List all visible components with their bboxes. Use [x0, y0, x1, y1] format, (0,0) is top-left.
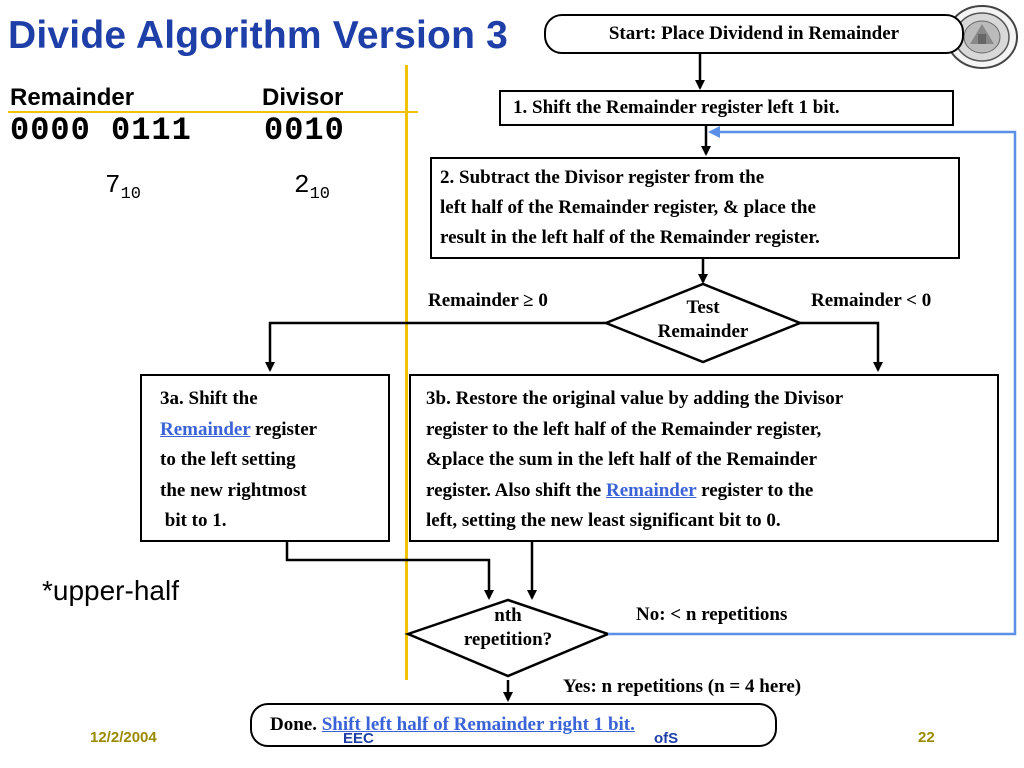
repetition-label: nth repetition?: [463, 605, 553, 650]
step2-line3: result in the left half of the Remainder…: [440, 227, 820, 248]
step2-box: 2. Subtract the Divisor register from th…: [430, 157, 960, 259]
remainder-link-3a[interactable]: Remainder: [160, 418, 251, 440]
start-text: Start: Place Dividend in Remainder: [608, 23, 900, 44]
arrow-test-to-3b: [800, 321, 883, 372]
accent-vertical-line: [405, 65, 408, 680]
loop-back-arrowhead: [708, 126, 720, 138]
footer-page-number: 22: [918, 729, 935, 746]
loop-back-line: [608, 130, 1017, 636]
divisor-label: Divisor: [262, 84, 344, 111]
divisor-value: 0010: [264, 112, 345, 149]
step2-line1: 2. Subtract the Divisor register from th…: [440, 167, 765, 188]
remainder-value: 0000 0111: [10, 112, 192, 149]
start-box: Start: Place Dividend in Remainder: [544, 14, 964, 54]
remainder-label: Remainder: [10, 84, 135, 111]
test-label: Test Remainder: [657, 297, 749, 342]
footer-center: ofS: [654, 730, 679, 747]
no-branch-label: No: < n repetitions: [636, 604, 788, 625]
step3b-box: 3b. Restore the original value by adding…: [409, 374, 999, 542]
remainder-link-3b[interactable]: Remainder: [605, 479, 697, 501]
step2-line2: left half of the Remainder register, & p…: [440, 197, 816, 218]
arrow-test-to-3a: [265, 321, 606, 372]
done-box: Done. Shift left half of Remainder right…: [250, 703, 777, 747]
done-link[interactable]: Shift left half of Remainder right 1 bit…: [321, 714, 635, 735]
arrow-3a-to-rep: [285, 542, 494, 600]
yes-branch-label: Yes: n repetitions (n = 4 here): [563, 676, 802, 697]
branch-lt-label: Remainder < 0: [811, 290, 932, 311]
footer-course: EEC: [343, 730, 374, 747]
upper-half-note: *upper-half: [42, 575, 179, 606]
university-seal-logo: [946, 5, 1018, 69]
accent-horizontal-line: [8, 111, 418, 113]
slide-title: Divide Algorithm Version 3: [8, 14, 509, 57]
divisor-decimal: 210: [294, 170, 331, 205]
branch-ge-label: Remainder ≥ 0: [428, 290, 548, 311]
remainder-decimal: 710: [105, 170, 142, 205]
step1-text: 1. Shift the Remainder register left 1 b…: [513, 97, 840, 118]
step1-box: 1. Shift the Remainder register left 1 b…: [499, 90, 954, 126]
step3a-box: 3a. Shift the Remainder register to the …: [140, 374, 390, 542]
footer-date: 12/2/2004: [90, 729, 157, 746]
